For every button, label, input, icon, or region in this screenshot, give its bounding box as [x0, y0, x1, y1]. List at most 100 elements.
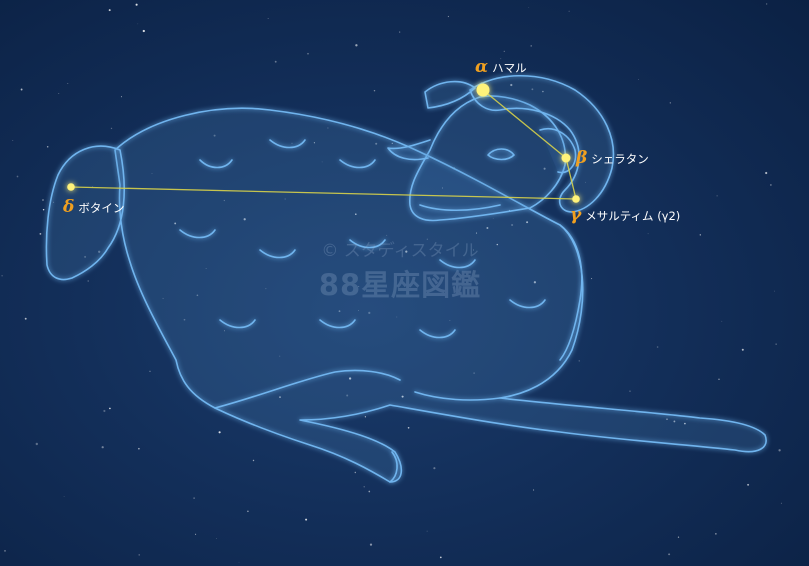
- background-star: [103, 409, 106, 413]
- background-star: [668, 553, 671, 556]
- background-star: [195, 533, 197, 535]
- star-beta: [561, 153, 571, 163]
- background-star: [647, 233, 649, 235]
- background-star: [12, 139, 14, 141]
- background-star: [629, 390, 631, 392]
- background-star: [775, 343, 777, 345]
- background-star: [142, 29, 145, 33]
- background-star: [35, 442, 38, 446]
- watermark-copyright: © スタディスタイル: [321, 241, 479, 261]
- background-star: [120, 96, 123, 98]
- background-star: [399, 31, 401, 33]
- background-star: [46, 146, 49, 148]
- background-star: [216, 538, 218, 539]
- background-star: [591, 278, 593, 280]
- background-star: [247, 510, 249, 513]
- background-star: [716, 195, 718, 197]
- constellation-lines: [70, 89, 577, 200]
- star-delta: [67, 183, 75, 191]
- background-star: [307, 52, 309, 55]
- background-star: [699, 234, 701, 236]
- background-star: [58, 93, 60, 94]
- background-star: [503, 50, 505, 53]
- background-star: [138, 447, 140, 450]
- background-star: [16, 175, 19, 178]
- background-star: [780, 502, 782, 504]
- background-star: [568, 10, 570, 12]
- background-star: [533, 489, 535, 491]
- star-gamma: [572, 195, 580, 203]
- line-gamma-delta: [70, 186, 577, 200]
- background-star: [368, 490, 371, 493]
- background-star: [669, 102, 671, 104]
- background-star: [42, 199, 44, 201]
- background-star: [407, 426, 410, 429]
- star-name-alpha: ハマル: [492, 61, 527, 75]
- background-star: [4, 550, 6, 552]
- watermark-brand: 88星座図鑑: [318, 268, 482, 302]
- constellation-stars: [67, 83, 580, 203]
- background-star: [108, 9, 111, 12]
- background-star: [770, 184, 772, 186]
- background-star: [238, 561, 240, 563]
- background-star: [135, 3, 138, 6]
- background-star: [101, 446, 104, 449]
- greek-letter-delta: δ: [63, 197, 75, 217]
- background-star: [637, 79, 639, 80]
- background-star: [193, 497, 195, 499]
- background-star: [718, 378, 720, 380]
- background-star: [63, 496, 65, 497]
- background-star: [721, 320, 723, 322]
- background-star: [778, 449, 781, 452]
- background-star: [42, 208, 45, 211]
- background-star: [715, 533, 717, 535]
- background-star: [267, 18, 269, 19]
- background-star: [765, 171, 768, 175]
- background-star: [110, 127, 113, 130]
- background-star: [363, 486, 365, 488]
- background-star: [67, 83, 69, 85]
- background-star: [369, 543, 373, 546]
- greek-letter-beta: β: [576, 148, 588, 168]
- background-star: [354, 471, 357, 474]
- background-star: [426, 530, 428, 532]
- background-star: [149, 370, 151, 372]
- line-alpha-beta: [482, 89, 567, 159]
- background-star: [439, 556, 442, 559]
- star-alpha: [476, 83, 490, 97]
- background-star: [747, 483, 750, 486]
- background-star: [24, 317, 27, 320]
- star-name-beta: シェラタン: [591, 152, 649, 166]
- background-star: [87, 280, 89, 282]
- background-star: [578, 360, 580, 362]
- background-star: [274, 60, 277, 63]
- background-star: [528, 6, 530, 8]
- background-star: [1, 275, 3, 277]
- ram-illustration: [45, 75, 767, 483]
- background-star: [433, 467, 436, 470]
- background-star: [305, 518, 308, 521]
- background-star: [39, 232, 42, 235]
- line-beta-gamma: [565, 157, 577, 200]
- background-star: [500, 58, 502, 60]
- background-star: [109, 407, 111, 410]
- star-name-delta: ボタイン: [78, 201, 125, 215]
- background-star: [741, 348, 744, 351]
- background-star: [766, 3, 768, 5]
- greek-letter-alpha: α: [475, 57, 489, 77]
- background-star: [252, 459, 255, 462]
- background-star: [137, 23, 139, 25]
- background-star: [656, 346, 659, 348]
- star-name-gamma: メサルティム (γ2): [585, 209, 681, 223]
- greek-letter-gamma: γ: [570, 205, 582, 225]
- background-star: [774, 290, 775, 292]
- background-star: [447, 15, 449, 18]
- background-star: [530, 45, 532, 47]
- background-star: [20, 88, 23, 91]
